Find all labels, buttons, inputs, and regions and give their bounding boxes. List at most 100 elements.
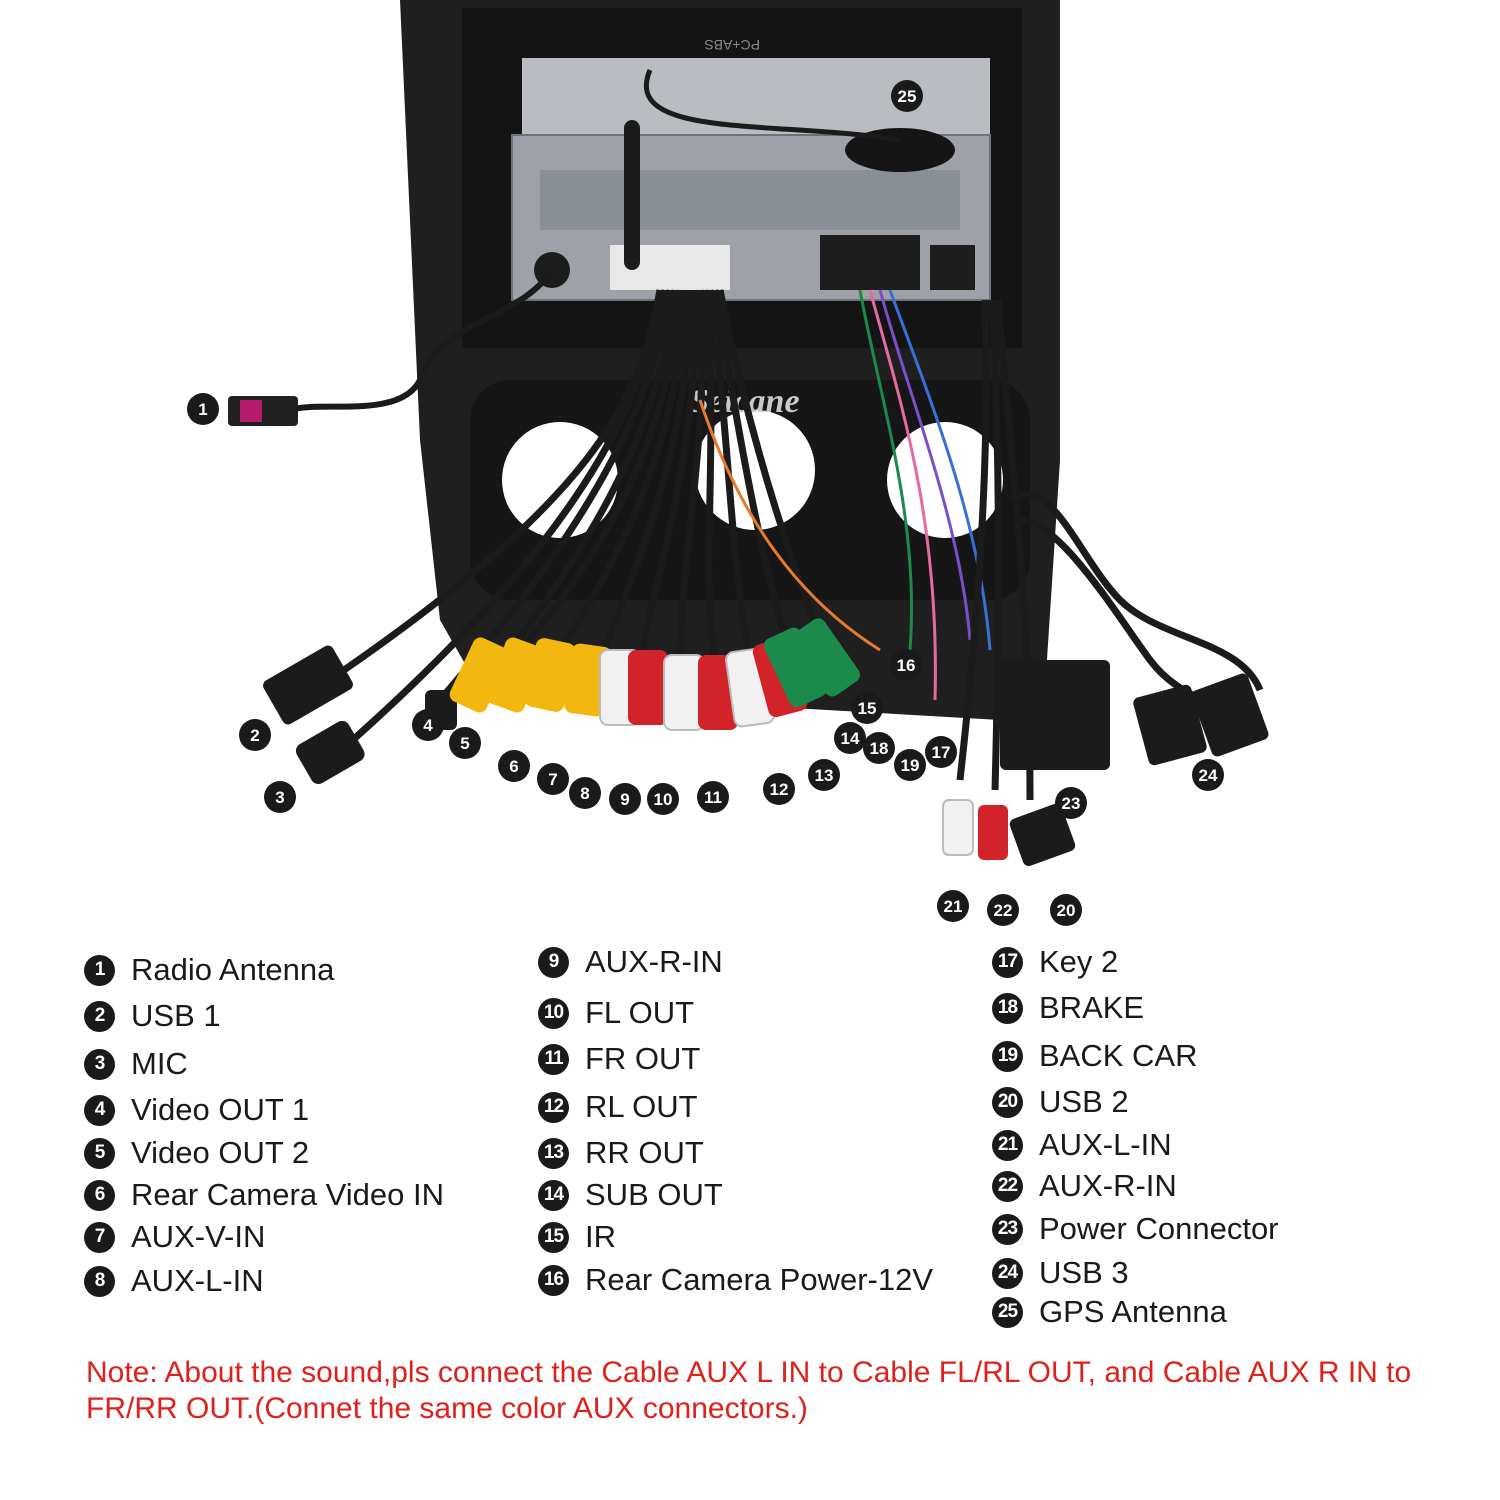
marker-number: 8 xyxy=(580,784,589,803)
legend-number-badge: 25 xyxy=(992,1296,1023,1328)
radio-antenna-plug xyxy=(228,396,298,426)
marker-number: 5 xyxy=(460,734,469,753)
marker-badge-9 xyxy=(609,783,641,815)
legend-label: FL OUT xyxy=(585,995,695,1030)
legend-label: IR xyxy=(585,1219,616,1254)
legend-label: AUX-R-IN xyxy=(1039,1168,1177,1203)
usb1-connector xyxy=(263,645,353,725)
legend-number-badge: 15 xyxy=(538,1221,569,1253)
legend-label: FR OUT xyxy=(585,1041,701,1076)
legend-item: 15 IR xyxy=(538,1217,616,1257)
marker-badge-12 xyxy=(763,773,795,805)
legend-label: GPS Antenna xyxy=(1039,1294,1227,1329)
legend-label: RL OUT xyxy=(585,1089,698,1124)
marker-number: 10 xyxy=(654,790,673,809)
legend-number-badge: 23 xyxy=(992,1213,1023,1245)
usb3-connectors xyxy=(1007,490,1269,766)
legend-number-badge: 2 xyxy=(84,1000,115,1032)
marker-badge-20 xyxy=(1050,894,1082,926)
legend-number-badge: 4 xyxy=(84,1094,115,1126)
legend-number-badge: 24 xyxy=(992,1257,1023,1289)
legend-label: Rear Camera Video IN xyxy=(131,1177,445,1212)
legend-item: 10 FL OUT xyxy=(538,993,694,1033)
legend-label: BACK CAR xyxy=(1039,1038,1198,1073)
legend-number-badge: 20 xyxy=(992,1086,1023,1118)
legend-number-badge: 16 xyxy=(538,1264,569,1296)
stub-antenna xyxy=(624,120,640,270)
marker-number: 3 xyxy=(275,788,284,807)
marker-number: 2 xyxy=(250,726,259,745)
marker-badge-15 xyxy=(851,692,883,724)
legend-number-badge: 13 xyxy=(538,1137,569,1169)
legend-label: Power Connector xyxy=(1039,1211,1279,1246)
legend-label: MIC xyxy=(131,1046,188,1081)
marker-badge-6 xyxy=(498,750,530,782)
legend-item: 18 BRAKE xyxy=(992,988,1144,1028)
marker-number: 4 xyxy=(423,716,433,735)
marker-badge-24 xyxy=(1192,759,1224,791)
marker-badge-16 xyxy=(890,649,922,681)
marker-number: 14 xyxy=(841,729,860,748)
legend-item: 1 Radio Antenna xyxy=(84,950,334,990)
marker-badge-21 xyxy=(937,890,969,922)
mic-connector xyxy=(295,720,365,784)
marker-badge-11 xyxy=(697,781,729,813)
vent-hole-right xyxy=(887,422,1003,538)
marker-badge-14 xyxy=(834,722,866,754)
power-wires xyxy=(698,289,992,701)
legend-number-badge: 17 xyxy=(992,946,1023,978)
legend-label: Rear Camera Power-12V xyxy=(585,1262,934,1297)
marker-number: 23 xyxy=(1062,794,1081,813)
legend-number-badge: 10 xyxy=(538,997,569,1029)
marker-badge-23 xyxy=(1055,787,1087,819)
legend-number-badge: 22 xyxy=(992,1170,1023,1202)
marker-number: 13 xyxy=(815,766,834,785)
rca-plugs xyxy=(425,618,861,731)
marker-badge-25 xyxy=(891,80,923,112)
legend-label: AUX-L-IN xyxy=(1039,1127,1172,1162)
legend-number-badge: 6 xyxy=(84,1179,115,1211)
marker-badge-4 xyxy=(412,709,444,741)
legend-item: 16 Rear Camera Power-12V xyxy=(538,1260,933,1300)
legend-number-badge: 12 xyxy=(538,1091,569,1123)
marker-badge-19 xyxy=(894,749,926,781)
marker-number: 18 xyxy=(870,739,889,758)
legend-label: BRAKE xyxy=(1039,990,1145,1025)
legend-number-badge: 19 xyxy=(992,1040,1023,1072)
legend-label: Video OUT 2 xyxy=(131,1135,310,1170)
marker-number: 9 xyxy=(620,790,629,809)
power-connector xyxy=(1000,660,1110,770)
aux-usb2-connectors xyxy=(942,299,1076,867)
legend-label: AUX-R-IN xyxy=(585,944,723,979)
legend-label: AUX-L-IN xyxy=(131,1263,264,1298)
legend-label: Radio Antenna xyxy=(131,952,335,987)
legend-number-badge: 14 xyxy=(538,1179,569,1211)
marker-badge-3 xyxy=(264,781,296,813)
legend-number-badge: 1 xyxy=(84,954,115,986)
legend-item: 9 AUX-R-IN xyxy=(538,942,723,982)
wiring-harness-diagram: PC+ABS Seicane xyxy=(187,0,1269,926)
marker-number: 15 xyxy=(858,699,877,718)
legend-number-badge: 9 xyxy=(538,946,569,978)
marker-badge-8 xyxy=(569,777,601,809)
marker-number: 12 xyxy=(770,780,789,799)
legend-item: 25 GPS Antenna xyxy=(992,1292,1227,1332)
legend-number-badge: 18 xyxy=(992,992,1023,1024)
marker-number: 16 xyxy=(897,656,916,675)
marker-number: 22 xyxy=(994,901,1013,920)
marker-badge-10 xyxy=(647,783,679,815)
legend-label: USB 1 xyxy=(131,998,221,1033)
legend-number-badge: 7 xyxy=(84,1221,115,1253)
rca-cable-bundle xyxy=(298,289,829,763)
